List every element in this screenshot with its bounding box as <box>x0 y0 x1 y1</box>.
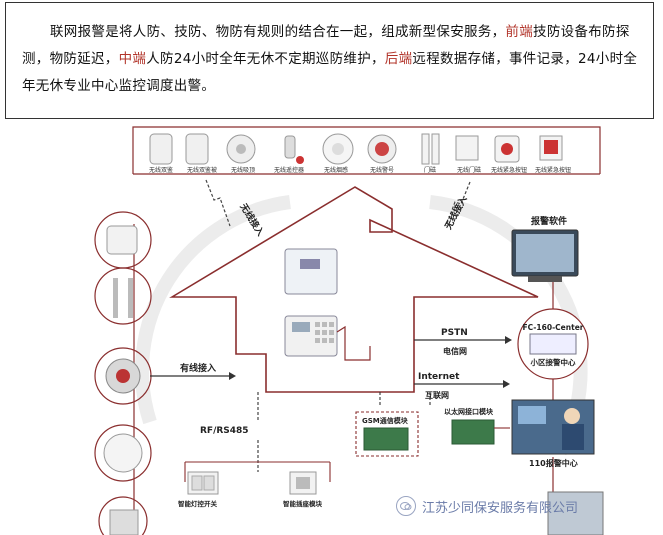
device-label-2: 无线双鉴被 <box>187 166 217 174</box>
watermark-text: 江苏少同保安服务有限公司 <box>422 500 579 516</box>
ethernet-module-label: 以太网接口模块 <box>444 407 494 416</box>
web-label: 互联网 <box>425 390 449 400</box>
police110-label: 110报警中心 <box>529 458 578 468</box>
gsm-module-label: GSM通信模块 <box>362 416 409 425</box>
internet-label: Internet <box>418 372 460 382</box>
light-switch-label: 智能灯控开关 <box>178 499 218 508</box>
telecom-label: 电信网 <box>443 346 467 356</box>
device-label-3: 无线吸顶 <box>231 166 255 174</box>
device-label-6: 无线警号 <box>370 166 394 174</box>
beam-detector-icon <box>113 278 118 318</box>
ethernet-board-icon <box>451 419 495 445</box>
gsm-board-icon <box>363 427 409 451</box>
alarm-network-diagram: 无线双鉴 无线双鉴被 无线吸顶 无线遥控器 无线烟感 无线警号 门磁 无线门磁 … <box>94 126 604 535</box>
left-ceiling-detector-icon <box>103 433 143 473</box>
back-end-term: 后端 <box>384 51 413 67</box>
watermark: 江苏少同保安服务有限公司 <box>396 494 656 518</box>
pir-detector-icon <box>149 133 173 165</box>
device-label-5: 无线烟感 <box>324 166 348 174</box>
remote-icon <box>284 135 296 159</box>
wireless-arrows <box>205 179 471 227</box>
door-contact-icon <box>421 133 430 165</box>
left-devices <box>94 211 152 535</box>
device-label-7: 门磁 <box>424 166 436 174</box>
bottom-modules <box>184 461 331 495</box>
module-links <box>257 392 431 472</box>
top-devices-row <box>149 133 563 165</box>
community-center-label: 小区接警中心 <box>531 357 576 367</box>
bottom-right-device <box>547 491 604 535</box>
pstn-label: PSTN <box>441 328 468 338</box>
alarm-host-icon <box>284 248 338 295</box>
rf-rs485-label: RF/RS485 <box>200 426 249 436</box>
fc-center-label: FC-160-Center <box>523 323 584 332</box>
front-end-term: 前端 <box>505 24 534 40</box>
intro-paragraph: 联网报警是将人防、技防、物防有规则的结合在一起，组成新型保安服务，前端技防设备布… <box>22 19 642 100</box>
intro-part-1: 联网报警是将人防、技防、物防有规则的结合在一起，组成新型保安服务， <box>50 24 506 40</box>
intro-part-3: 人防24小时全年无休不定期巡防维护， <box>146 51 385 67</box>
wireless-door-contact-icon <box>455 135 479 161</box>
fc-center-device-icon <box>529 333 577 355</box>
wechat-logo-icon <box>396 496 416 516</box>
device-label-4: 无线遥控器 <box>274 166 304 174</box>
device-label-10: 无线紧急按钮 <box>535 166 571 174</box>
curtain-module-label: 智能插座模块 <box>283 499 323 508</box>
left-pir-icon <box>106 225 138 255</box>
intro-text-box: 联网报警是将人防、技防、物防有规则的结合在一起，组成新型保安服务，前端技防设备布… <box>5 2 654 119</box>
wired-access-label: 有线接入 <box>180 362 216 374</box>
top-devices-frame <box>132 126 601 174</box>
top-devices-labels: 无线双鉴 无线双鉴被 无线吸顶 无线遥控器 无线烟感 无线警号 门磁 无线门磁 … <box>149 166 571 174</box>
alarm-software-label: 报警软件 <box>531 215 567 227</box>
device-label-1: 无线双鉴 <box>149 166 173 174</box>
intro-part-4: 远程数据存储，事件记录，24小时全年无休专业中心监控调度出警。 <box>22 51 638 94</box>
device-label-8: 无线门磁 <box>457 166 481 174</box>
middle-end-term: 中端 <box>118 51 147 67</box>
device-label-9: 无线紧急按钮 <box>491 166 527 174</box>
control-panel-group <box>284 248 371 361</box>
house-outline <box>169 186 539 393</box>
intro-part-2: 技防设备布防探测，物防延迟， <box>22 24 630 67</box>
